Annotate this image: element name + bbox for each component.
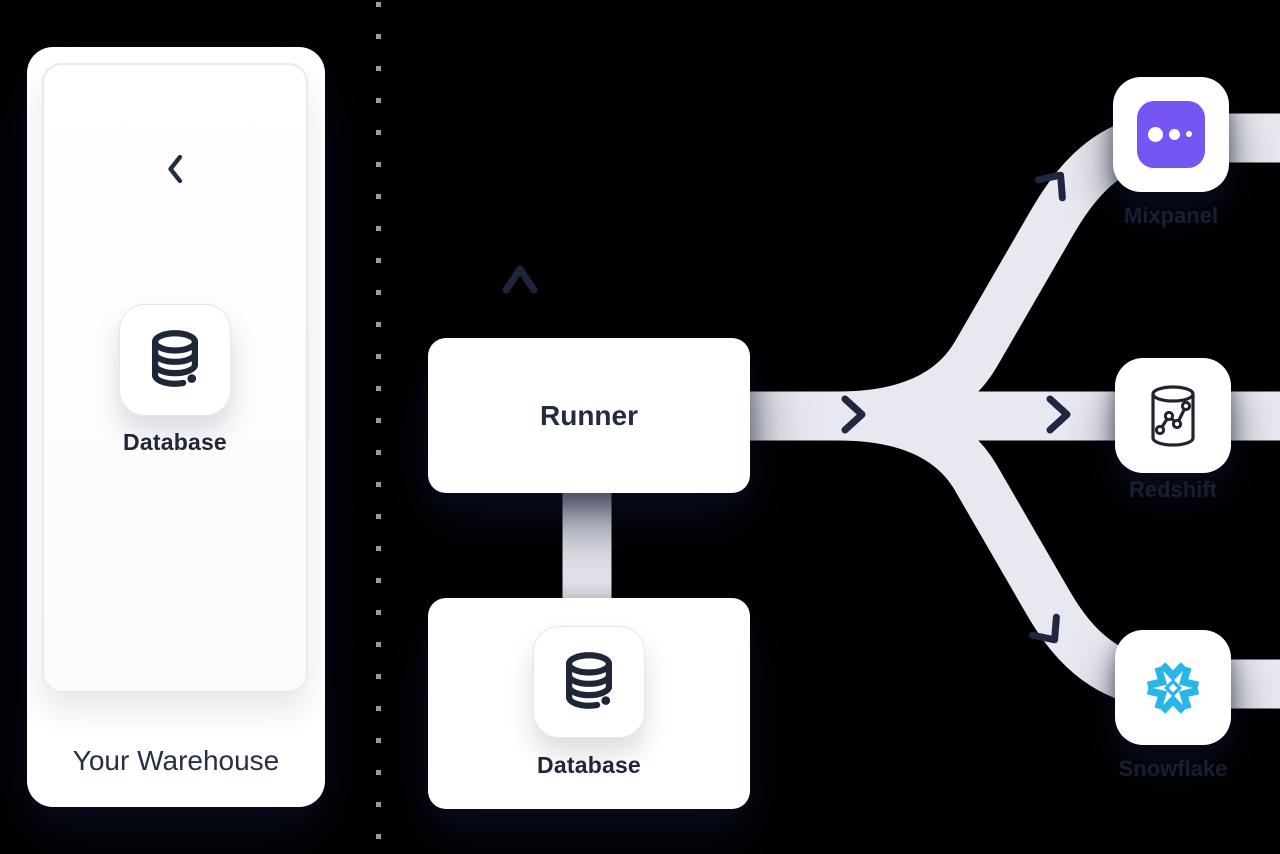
chevron-up-right-icon xyxy=(1034,171,1066,202)
database-node: Database xyxy=(428,598,750,809)
mixpanel-dot-large xyxy=(1147,126,1163,142)
warehouse-database-tile xyxy=(119,304,231,416)
chevron-up-icon xyxy=(502,265,538,294)
destination-mixpanel-label: Mixpanel xyxy=(1123,203,1219,228)
chevron-down-right-icon xyxy=(1028,613,1060,644)
runner-node: Runner xyxy=(428,338,750,493)
runner-label: Runner xyxy=(540,399,638,431)
destination-snowflake-label: Snowflake xyxy=(1118,756,1228,781)
destination-snowflake-tile xyxy=(1115,630,1231,745)
database-icon xyxy=(151,330,199,387)
vertical-dotted-divider xyxy=(376,2,381,854)
chevron-left-icon xyxy=(168,154,183,184)
pipeline-database-label: Database xyxy=(537,752,641,778)
redshift-database-chart-icon xyxy=(1151,384,1195,447)
pipeline-database-tile xyxy=(533,626,645,738)
back-button[interactable] xyxy=(160,149,190,189)
destination-redshift-tile xyxy=(1115,358,1231,473)
chevron-right-icon xyxy=(841,395,866,434)
destination-mixpanel-tile xyxy=(1113,77,1229,192)
destination-redshift-label: Redshift xyxy=(1129,477,1217,502)
snowflake-icon xyxy=(1146,661,1200,714)
mixpanel-dots-icon xyxy=(1137,101,1205,168)
warehouse-title: Your Warehouse xyxy=(72,745,280,776)
mixpanel-dot-medium xyxy=(1168,128,1180,140)
warehouse-inner-panel: Database xyxy=(42,63,308,693)
database-icon xyxy=(565,652,613,709)
warehouse-database-label: Database xyxy=(123,429,227,455)
mixpanel-dot-small xyxy=(1185,130,1192,138)
warehouse-card: Database Your Warehouse xyxy=(27,47,325,807)
chevron-right-icon xyxy=(1046,395,1071,434)
